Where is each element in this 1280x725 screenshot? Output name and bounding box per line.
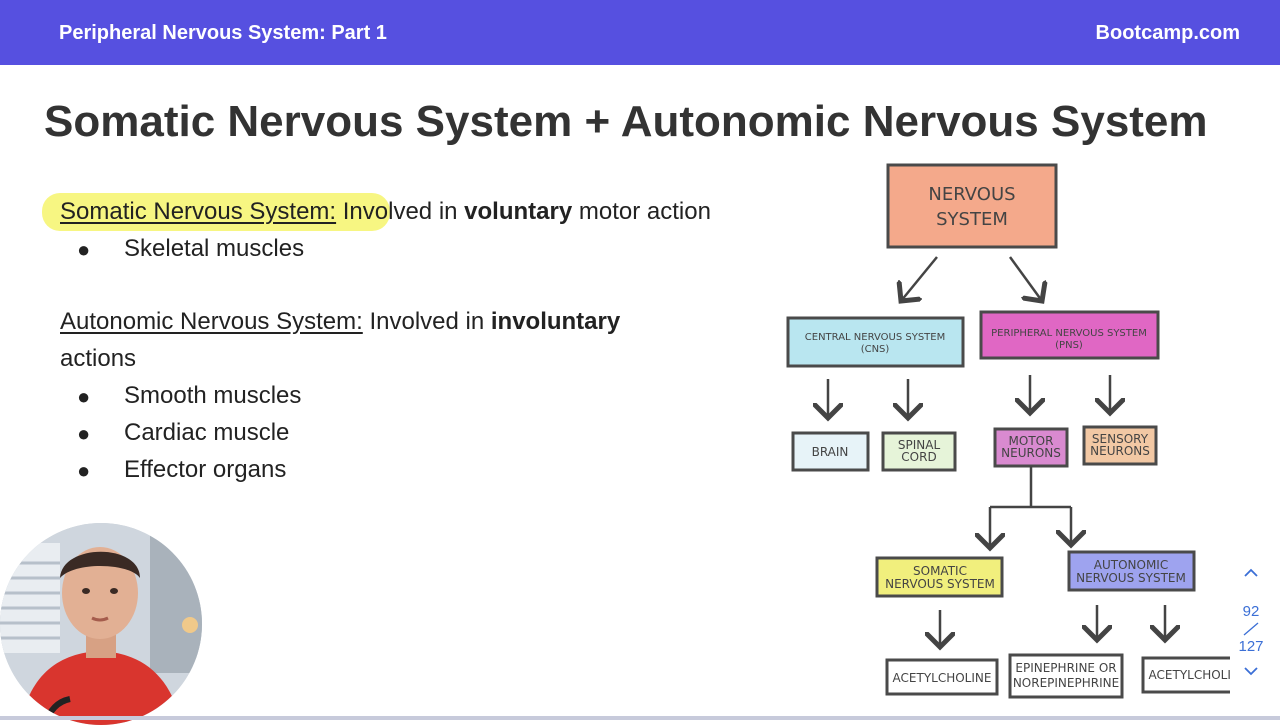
bottom-border bbox=[0, 716, 1280, 720]
autonomic-bullet-1: Smooth muscles bbox=[124, 382, 302, 409]
somatic-box bbox=[875, 556, 1004, 598]
slide-title: Somatic Nervous System + Autonomic Nervo… bbox=[44, 97, 1208, 146]
cns-label-1: CENTRAL NERVOUS SYSTEM bbox=[805, 332, 945, 343]
epinephrine-label-2: NOREPINEPHRINE bbox=[1013, 676, 1119, 690]
pns-label-1: PERIPHERAL NERVOUS SYSTEM bbox=[991, 328, 1147, 339]
somatic-bold: voluntary bbox=[464, 198, 573, 225]
somatic-text-before: Involved in bbox=[336, 198, 465, 225]
page-separator bbox=[1236, 620, 1266, 638]
arrow-ns-cns bbox=[901, 256, 938, 301]
chevron-up-icon[interactable] bbox=[1236, 565, 1266, 583]
current-page: 92 bbox=[1242, 603, 1260, 620]
epinephrine-box bbox=[1008, 653, 1124, 699]
somatic-definition: Somatic Nervous System: Involved in volu… bbox=[60, 198, 711, 226]
sensory-neurons-box bbox=[1082, 425, 1158, 466]
spinal-cord-box bbox=[881, 431, 957, 472]
somatic-bullet-1: Skeletal muscles bbox=[124, 235, 305, 262]
acetylcholine-label-2: ACETYLCHOLINE bbox=[1149, 668, 1230, 682]
sensory-neurons-label-2: NEURONS bbox=[1090, 444, 1150, 458]
spinal-cord-label-1: SPINAL bbox=[898, 438, 941, 452]
nervous-system-label-2: SYSTEM bbox=[936, 209, 1008, 230]
epinephrine-label-1: EPINEPHRINE OR bbox=[1015, 661, 1116, 675]
autonomic-bullet-3: Effector organs bbox=[124, 456, 287, 483]
brand-link[interactable]: Bootcamp.com bbox=[1095, 22, 1240, 44]
header-bar: Peripheral Nervous System: Part 1 Bootca… bbox=[0, 0, 1280, 65]
slide-pager: 92 127 bbox=[1236, 565, 1266, 705]
nervous-system-box bbox=[886, 163, 1058, 249]
presenter-webcam bbox=[0, 523, 202, 725]
connector-motor-split bbox=[990, 466, 1071, 509]
pns-box bbox=[979, 310, 1160, 360]
nervous-system-label-1: NERVOUS bbox=[928, 184, 1015, 205]
autonomic-definition: Autonomic Nervous System: Involved in in… bbox=[60, 308, 620, 336]
sensory-neurons-label-1: SENSORY bbox=[1092, 432, 1149, 446]
autonomic-term: Autonomic Nervous System: bbox=[60, 308, 363, 335]
autonomic-bold: involuntary bbox=[490, 308, 621, 335]
somatic-label-1: SOMATIC bbox=[913, 564, 967, 578]
somatic-term: Somatic Nervous System: bbox=[60, 198, 337, 225]
autonomic-box bbox=[1067, 550, 1196, 592]
somatic-text-after: motor action bbox=[572, 198, 711, 225]
autonomic-continued: actions bbox=[60, 345, 137, 372]
bullet-dot: ● bbox=[77, 421, 91, 446]
arrow-ns-pns bbox=[1008, 256, 1042, 301]
text-highlight bbox=[42, 193, 390, 231]
acetylcholine-label-1: ACETYLCHOLINE bbox=[893, 671, 992, 685]
autonomic-text-before: Involved in bbox=[362, 308, 491, 335]
autonomic-label-2: NERVOUS SYSTEM bbox=[1076, 571, 1186, 585]
bullet-dot: ● bbox=[77, 384, 91, 409]
autonomic-label-1: AUTONOMIC bbox=[1094, 558, 1168, 572]
brain-label: BRAIN bbox=[812, 445, 849, 459]
total-pages: 127 bbox=[1238, 638, 1264, 655]
autonomic-bullet-2: Cardiac muscle bbox=[124, 419, 290, 446]
spinal-cord-label-2: CORD bbox=[901, 450, 936, 464]
presenter-image bbox=[0, 523, 202, 725]
nervous-system-diagram: NERVOUS SYSTEM CENTRAL NERVOUS SYSTEM (C… bbox=[786, 163, 1230, 699]
pns-label-2: (PNS) bbox=[1055, 340, 1083, 351]
cns-box bbox=[786, 316, 965, 368]
bullet-dot: ● bbox=[77, 458, 91, 483]
acetylcholine-box-2 bbox=[1141, 656, 1230, 694]
chevron-down-icon[interactable] bbox=[1236, 663, 1266, 681]
bullet-dot: ● bbox=[77, 237, 91, 262]
somatic-label-2: NERVOUS SYSTEM bbox=[885, 577, 995, 591]
brain-box bbox=[791, 431, 870, 472]
motor-neurons-label-1: MOTOR bbox=[1009, 434, 1054, 448]
cns-label-2: (CNS) bbox=[861, 344, 890, 355]
header-title: Peripheral Nervous System: Part 1 bbox=[59, 22, 387, 44]
motor-neurons-label-2: NEURONS bbox=[1001, 446, 1061, 460]
acetylcholine-box-1 bbox=[885, 658, 999, 696]
